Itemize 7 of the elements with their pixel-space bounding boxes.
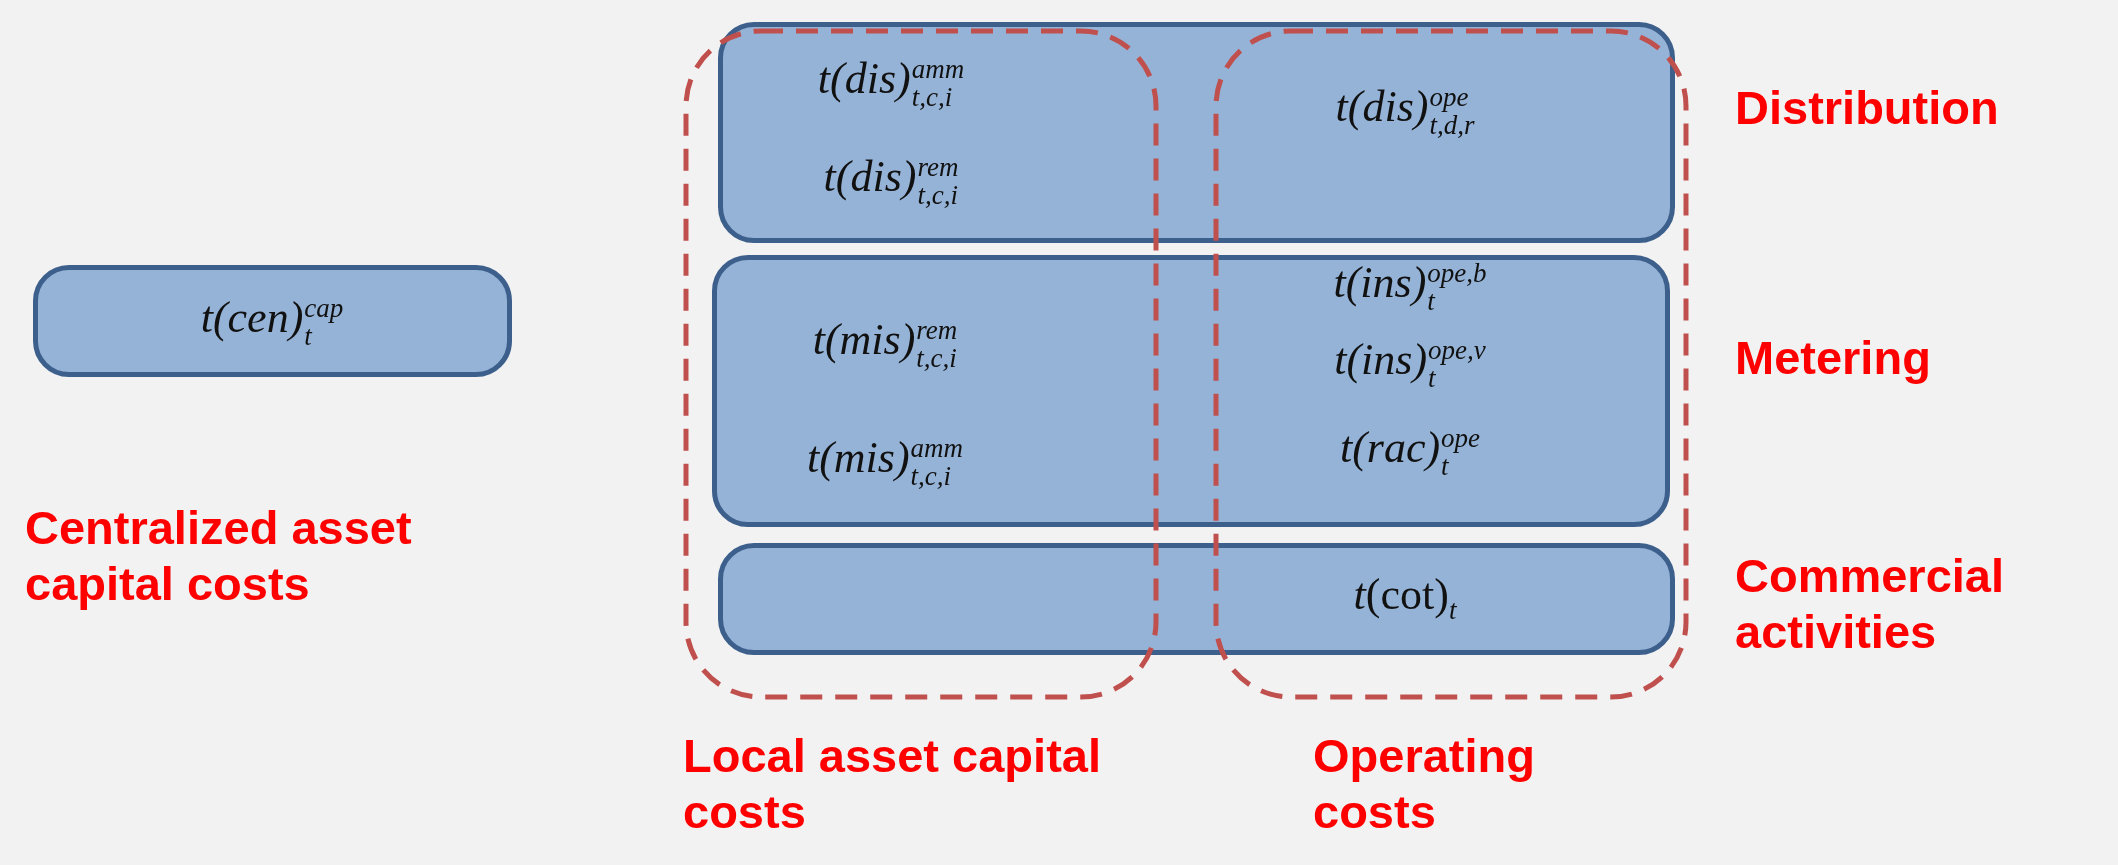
category-heading: Centralized asset capital costs bbox=[25, 500, 413, 613]
category-heading: Operating costs bbox=[1313, 728, 1536, 841]
cost-formula: t(cot)$_{t}$ bbox=[1353, 569, 1457, 627]
category-heading: Metering bbox=[1735, 330, 1932, 386]
category-heading: Commercial activities bbox=[1735, 548, 2006, 661]
category-heading: Distribution bbox=[1735, 80, 2000, 136]
category-heading: Local asset capital costs bbox=[683, 728, 1102, 841]
